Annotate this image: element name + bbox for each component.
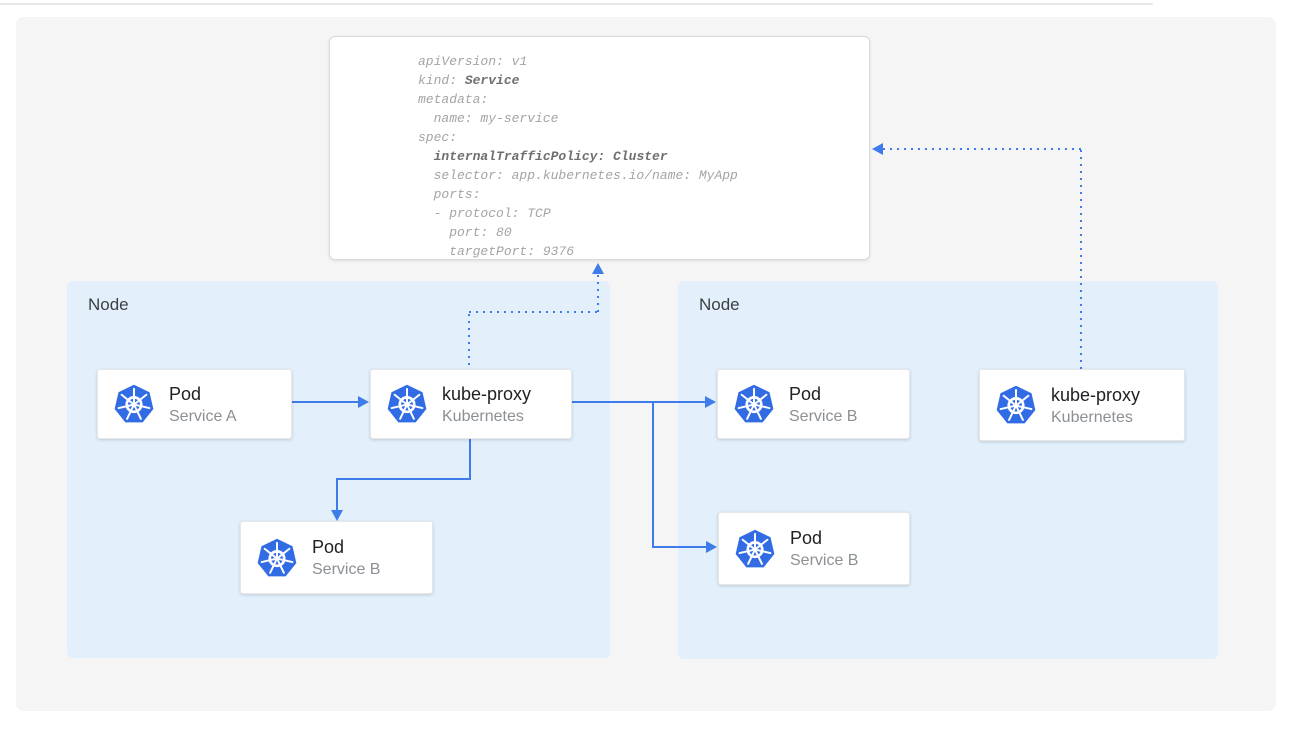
dotted-arrow-segment (469, 311, 599, 313)
card-title: kube-proxy (1051, 384, 1141, 405)
card-subtitle: Kubernetes (1051, 408, 1133, 426)
arrowhead-up-icon (592, 263, 604, 274)
card-title: Pod (312, 537, 345, 557)
arrowhead-right-icon (705, 396, 716, 408)
kubernetes-icon (113, 383, 155, 425)
arrowhead-right-icon (358, 396, 369, 408)
card-subtitle: Service B (790, 552, 859, 569)
kubernetes-icon (995, 384, 1037, 426)
node-label: Node (699, 295, 740, 314)
kubernetes-icon (734, 528, 776, 570)
card-subtitle: Service B (789, 407, 858, 425)
card-pod-service-b-left: Pod Service B (240, 521, 433, 594)
arrow-segment (652, 546, 707, 548)
arrowhead-right-icon (706, 541, 717, 553)
card-title: Pod (169, 383, 202, 404)
top-divider (0, 3, 1153, 5)
dotted-arrow-segment (883, 148, 1081, 150)
kubernetes-icon (733, 383, 775, 425)
arrowhead-left-icon (872, 143, 883, 155)
card-kube-proxy-right: kube-proxy Kubernetes (979, 369, 1185, 441)
arrow-segment (652, 402, 654, 547)
node-box-left: Node (67, 281, 610, 658)
card-kube-proxy-left: kube-proxy Kubernetes (370, 369, 572, 439)
node-label: Node (88, 295, 129, 314)
card-pod-service-a: Pod Service A (97, 369, 292, 439)
dotted-arrow-segment (1080, 150, 1082, 369)
kubernetes-icon (256, 537, 298, 579)
card-title: kube-proxy (442, 383, 532, 404)
node-box-right: Node (678, 281, 1218, 659)
kubernetes-icon (386, 383, 428, 425)
card-subtitle: Kubernetes (442, 407, 524, 425)
card-pod-service-b-right-bottom: Pod Service B (718, 512, 910, 585)
arrow-segment (572, 401, 706, 403)
dotted-arrow-segment (468, 314, 470, 369)
card-pod-service-b-right-top: Pod Service B (717, 369, 910, 439)
card-subtitle: Service A (169, 407, 237, 425)
card-title: Pod (790, 528, 823, 548)
arrow-segment (469, 438, 471, 480)
arrow-segment (336, 478, 338, 511)
card-title: Pod (789, 383, 822, 404)
dotted-arrow-segment (597, 275, 599, 313)
card-subtitle: Service B (312, 561, 381, 578)
arrow-segment (336, 478, 471, 480)
arrow-segment (292, 401, 360, 403)
arrowhead-down-icon (331, 510, 343, 521)
